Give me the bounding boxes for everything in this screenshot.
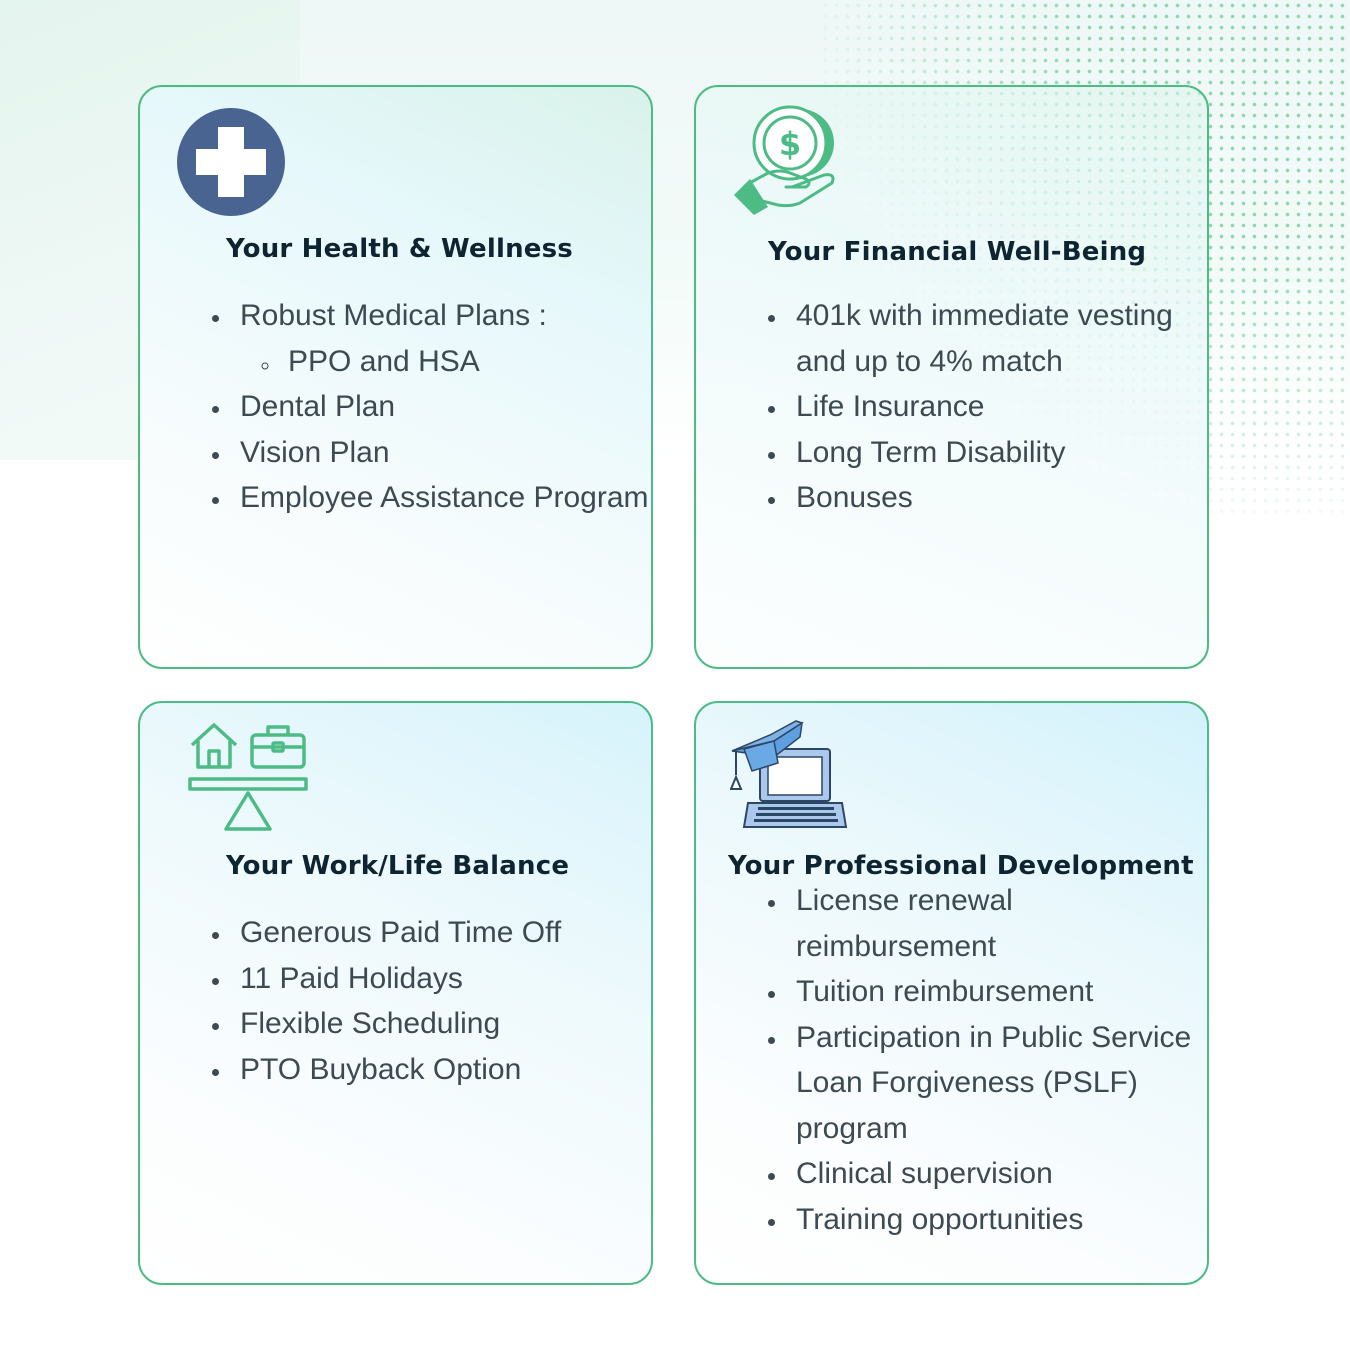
sub-list-item: PPO and HSA (280, 339, 672, 385)
list-item: 401k with immediate vesting and up to 4%… (788, 293, 1228, 384)
list-item: Clinical supervision (788, 1151, 1198, 1197)
card-title: Your Work/Life Balance (226, 851, 570, 881)
graduation-cap-laptop-icon (730, 720, 848, 828)
benefit-list: Generous Paid Time Off 11 Paid Holidays … (196, 910, 672, 1092)
list-item-label: Robust Medical Plans : (240, 299, 547, 332)
list-item: Participation in Public Service Loan For… (788, 1015, 1198, 1152)
work-life-balance-scale-icon (188, 723, 308, 831)
list-item: License renewal reimbursement (788, 878, 1198, 969)
list-item: 11 Paid Holidays (232, 956, 672, 1002)
list-item: Vision Plan (232, 430, 672, 476)
list-item: Dental Plan (232, 384, 672, 430)
list-item: Bonuses (788, 475, 1228, 521)
work-life-balance-card: Your Work/Life Balance Generous Paid Tim… (138, 701, 653, 1285)
benefit-list: 401k with immediate vesting and up to 4%… (752, 293, 1228, 521)
list-item: PTO Buyback Option (232, 1047, 672, 1093)
list-item: Life Insurance (788, 384, 1228, 430)
list-item: Employee Assistance Program (232, 475, 672, 521)
card-title: Your Financial Well-Being (768, 237, 1147, 267)
card-title: Your Professional Development (728, 851, 1194, 881)
list-item: Robust Medical Plans : PPO and HSA (232, 293, 672, 384)
benefit-list: Robust Medical Plans : PPO and HSA Denta… (196, 293, 672, 521)
card-title: Your Health & Wellness (226, 234, 573, 264)
list-item: Long Term Disability (788, 430, 1228, 476)
professional-development-card: Your Professional Development License re… (694, 701, 1209, 1285)
svg-text:$: $ (779, 125, 801, 163)
financial-wellbeing-card: $ Your Financial Well-Being 401k with im… (694, 85, 1209, 669)
medical-cross-icon (177, 108, 285, 216)
list-item: Tuition reimbursement (788, 969, 1198, 1015)
hand-holding-dollar-icon: $ (734, 105, 835, 215)
list-item: Training opportunities (788, 1197, 1198, 1243)
list-item: Generous Paid Time Off (232, 910, 672, 956)
sub-list: PPO and HSA (240, 339, 672, 385)
list-item: Flexible Scheduling (232, 1001, 672, 1047)
health-wellness-card: Your Health & Wellness Robust Medical Pl… (138, 85, 653, 669)
benefit-list: License renewal reimbursement Tuition re… (752, 878, 1198, 1242)
